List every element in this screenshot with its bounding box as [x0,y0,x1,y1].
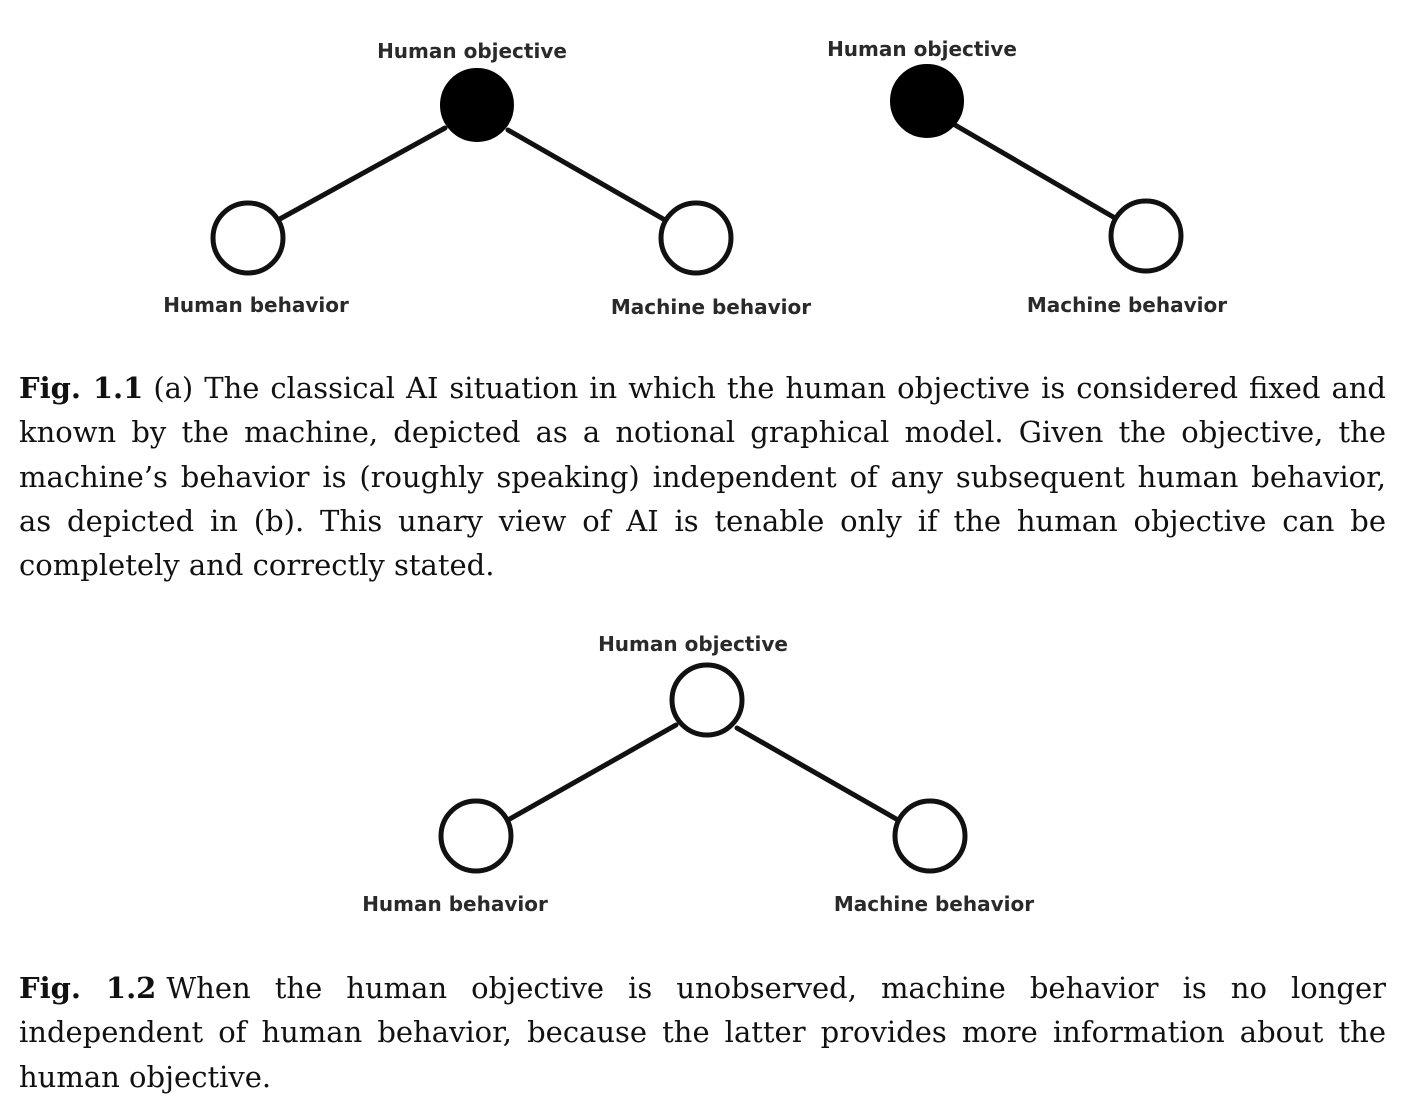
figure-1-2-caption-label: Fig. 1.2 [19,971,157,1005]
figure-1-1-caption-label: Fig. 1.1 [19,371,144,405]
machine-behavior-node [658,200,734,276]
figure-1-1-caption: Fig. 1.1(a) The classical AI situation i… [19,366,1386,587]
human-behavior-label: Human behavior [163,293,349,317]
machine-behavior-label: Machine behavior [1027,293,1227,317]
machine-behavior-node [1108,198,1184,274]
human-objective-node-observed [890,64,964,138]
human-behavior-node [438,798,514,874]
human-objective-label: Human objective [827,37,1017,61]
human-objective-label: Human objective [377,39,567,63]
figure-1-1-caption-text: (a) The classical AI situation in which … [19,371,1386,583]
figure-1-1-panel-a: Human objective Human behavior Machine b… [163,39,811,319]
human-objective-node-unobserved [669,662,745,738]
human-behavior-label: Human behavior [362,892,548,916]
edge-objective-to-machine-behavior [505,127,668,223]
machine-behavior-label: Machine behavior [611,295,811,319]
human-behavior-node [210,200,286,276]
figure-1-2-caption-text: When the human objective is unobserved, … [19,971,1386,1094]
edge-objective-to-machine-behavior [952,122,1118,221]
figure-1-2-graph: Human objective Human behavior Machine b… [362,632,1034,916]
figure-1-1-panel-b: Human objective Machine behavior [827,37,1227,317]
human-objective-node-observed [440,68,514,142]
edge-objective-to-human-behavior [275,125,448,223]
figure-1-1-diagram: Human objective Human behavior Machine b… [163,37,1227,319]
machine-behavior-label: Machine behavior [834,892,1034,916]
figure-1-2-diagram: Human objective Human behavior Machine b… [362,632,1034,916]
human-objective-label: Human objective [598,632,788,656]
edge-objective-to-human-behavior [505,722,679,823]
machine-behavior-node [892,798,968,874]
edge-objective-to-machine-behavior [734,725,901,823]
